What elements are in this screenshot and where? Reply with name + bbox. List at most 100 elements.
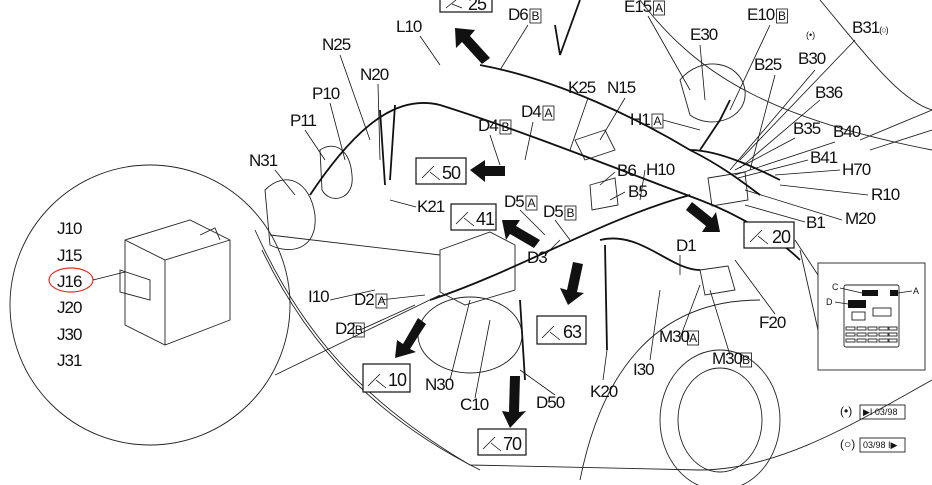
label-D5A: D5 A — [504, 192, 535, 211]
label-I30: I30 — [633, 360, 654, 379]
label-D5B: D5 B — [543, 202, 574, 221]
dot-marker: (•) — [806, 30, 815, 40]
legend: (•) ▶I 03/98 (○) 03/98 I▶ — [840, 404, 906, 453]
ref-box-10[interactable]: 10 — [362, 363, 411, 393]
suffix-frame — [529, 8, 542, 24]
label-I10: I10 — [308, 287, 329, 306]
label-D1: D1 — [676, 236, 696, 255]
suffix-frame — [776, 8, 788, 24]
svg-text:25: 25 — [468, 0, 487, 14]
label-R10: R10 — [871, 185, 900, 204]
svg-text:70: 70 — [503, 434, 522, 454]
label-H10: H10 — [646, 160, 675, 179]
suffix-frame — [542, 105, 555, 121]
label-B40: B40 — [833, 122, 861, 141]
suffix-frame — [740, 352, 752, 368]
arrow-to-25 — [455, 28, 490, 64]
svg-text:10: 10 — [388, 370, 407, 390]
fuse-J15: J15 — [57, 246, 82, 265]
fuse-box-inset: J10 J15 J16 J20 J30 J31 — [9, 164, 441, 446]
legend-text-from: ▶I 03/98 — [863, 407, 897, 417]
svg-text:63: 63 — [563, 322, 582, 342]
label-M30B: M30B — [712, 349, 750, 368]
ref-box-41[interactable]: 41 — [450, 203, 497, 231]
fuse-J31: J31 — [57, 351, 82, 370]
arrow-to-63 — [560, 262, 584, 305]
ref-box-70[interactable]: 70 — [477, 428, 527, 456]
ref-box-25[interactable]: 25 — [439, 0, 493, 14]
label-D6B: D6 B — [508, 5, 539, 24]
label-B31: B31(○) — [852, 18, 889, 37]
ref-box-63[interactable]: 63 — [536, 315, 587, 345]
panel-label-D: D — [826, 297, 833, 307]
label-B1: B1 — [806, 213, 825, 232]
label-N30: N30 — [425, 375, 454, 394]
label-C10: C10 — [460, 395, 489, 414]
label-E30: E30 — [690, 25, 718, 44]
svg-text:20: 20 — [772, 227, 791, 247]
label-H70: H70 — [842, 160, 871, 179]
suffix-frame — [687, 330, 699, 346]
ref-box-20[interactable]: 20 — [743, 221, 795, 249]
label-H1A: H1 A — [630, 110, 661, 129]
label-B41: B41 — [810, 148, 838, 167]
label-M30A: M30A — [659, 327, 697, 346]
label-B25: B25 — [754, 55, 782, 74]
panel-label-A: A — [913, 286, 919, 296]
label-B30: B30 — [798, 49, 826, 68]
label-K20: K20 — [590, 382, 618, 401]
label-M20: M20 — [845, 209, 876, 228]
arrow-to-70 — [502, 376, 526, 428]
arrow-to-10 — [395, 318, 426, 358]
label-B36: B36 — [815, 83, 843, 102]
label-D3: D3 — [527, 248, 547, 267]
component-labels: L10 N25 N20 P10 P11 N31 K21 D6 B E15 A E… — [249, 0, 901, 414]
label-D2B: D2B — [335, 319, 363, 338]
label-F20: F20 — [759, 313, 786, 332]
arrow-to-41 — [502, 220, 540, 248]
suffix-frame — [499, 119, 512, 135]
reference-boxes: 25 50 41 20 63 10 70 — [362, 0, 795, 456]
suffix-frame — [352, 322, 365, 338]
label-D4B: D4 B — [478, 116, 509, 135]
label-K25: K25 — [568, 78, 596, 97]
fuse-J20: J20 — [57, 298, 82, 317]
suffix-frame — [653, 0, 665, 16]
label-N31: N31 — [249, 151, 278, 170]
label-P11: P11 — [290, 111, 317, 130]
label-B6: B6 — [617, 161, 636, 180]
label-D50: D50 — [536, 393, 565, 412]
suffix-frame — [525, 195, 538, 211]
label-D4A: D4 A — [521, 102, 552, 121]
arrow-to-50 — [470, 160, 505, 182]
label-P10: P10 — [312, 84, 340, 103]
label-N20: N20 — [360, 65, 389, 84]
ref-box-50[interactable]: 50 — [415, 157, 467, 185]
label-B5: B5 — [628, 182, 647, 201]
suffix-frame — [651, 113, 664, 129]
suffix-frame — [564, 205, 577, 221]
leader-lines — [274, 15, 869, 399]
label-D2A: D2 A — [354, 290, 385, 309]
relay-panel-inset: C D A — [794, 239, 926, 371]
label-L10: L10 — [396, 17, 422, 36]
suffix-frame — [375, 293, 388, 309]
panel-label-C: C — [832, 282, 839, 292]
label-N25: N25 — [322, 35, 351, 54]
label-B35: B35 — [793, 119, 821, 138]
fuse-J16: J16 — [57, 272, 82, 291]
legend-marker-dot: (•) — [840, 404, 852, 418]
fuse-J30: J30 — [57, 325, 82, 344]
legend-marker-circle: (○) — [840, 437, 855, 451]
legend-text-until: 03/98 I▶ — [863, 440, 898, 450]
label-N15: N15 — [607, 78, 636, 97]
fuse-J10: J10 — [57, 219, 82, 238]
label-E10B: E10 B — [747, 5, 786, 24]
car-body-outline — [254, 0, 932, 485]
svg-text:50: 50 — [442, 163, 461, 183]
arrow-to-20 — [686, 202, 720, 232]
label-K21: K21 — [417, 197, 445, 216]
svg-text:41: 41 — [476, 209, 495, 229]
direction-arrows — [395, 28, 720, 428]
